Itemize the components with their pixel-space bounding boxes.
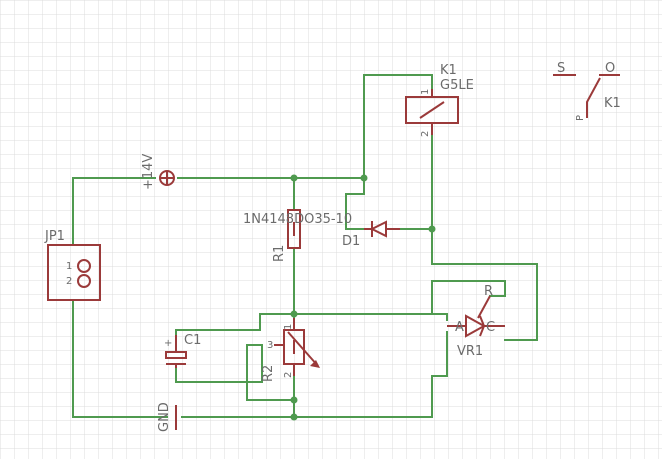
- r2-pin2-label: 2: [283, 372, 294, 378]
- vr1-a-label: A: [455, 320, 464, 335]
- c1-name: C1: [184, 333, 201, 348]
- r2-trimmer[interactable]: 3 1 2 R2: [261, 318, 320, 382]
- jp1-pin1-pad: [77, 259, 91, 273]
- k1-contact[interactable]: S O P K1: [553, 61, 621, 121]
- junctions: [290, 174, 436, 421]
- vr1-name: VR1: [457, 344, 483, 359]
- r2-name: R2: [261, 365, 276, 382]
- jp1-pin1-label: 1: [66, 261, 72, 272]
- c1-plus-label: +: [164, 338, 172, 349]
- k1-value: G5LE: [440, 78, 474, 93]
- vr1-c-label: C: [486, 320, 495, 335]
- r2-pin3-label: 3: [267, 340, 273, 351]
- k1-pin1-label: 1: [420, 89, 431, 95]
- d1-name: D1: [342, 234, 360, 249]
- jp1-pin2-label: 2: [66, 276, 72, 287]
- jp1-name: JP1: [44, 229, 65, 244]
- supply-label: +14V: [141, 154, 156, 190]
- vr1-regulator[interactable]: A C R VR1: [447, 284, 505, 359]
- d1-value: 1N4148DO35-10: [243, 212, 352, 227]
- gnd-symbol: GND: [157, 402, 177, 432]
- k1-contact-p-label: P: [575, 115, 586, 121]
- gnd-label: GND: [157, 402, 172, 432]
- k1-contact-s-label: S: [557, 61, 565, 76]
- d1-diode[interactable]: 1N4148DO35-10 D1: [243, 212, 400, 249]
- jp1-connector[interactable]: JP1 1 2: [44, 229, 101, 301]
- r2-pin1-label: 1: [283, 324, 294, 330]
- k1-contact-name: K1: [604, 96, 621, 111]
- k1-relay-coil[interactable]: K1 G5LE 1 2: [405, 63, 474, 137]
- r1-name: R1: [272, 245, 287, 262]
- jp1-pin2-pad: [77, 274, 91, 288]
- k1-contact-o-label: O: [605, 61, 615, 76]
- vr1-r-label: R: [484, 284, 493, 299]
- k1-name: K1: [440, 63, 457, 78]
- r1-resistor[interactable]: R1: [272, 209, 301, 262]
- supply-symbol: +14V: [141, 154, 175, 190]
- jp1-body: [47, 244, 101, 301]
- c1-capacitor[interactable]: + C1: [164, 333, 201, 368]
- k1-pin2-label: 2: [420, 131, 431, 137]
